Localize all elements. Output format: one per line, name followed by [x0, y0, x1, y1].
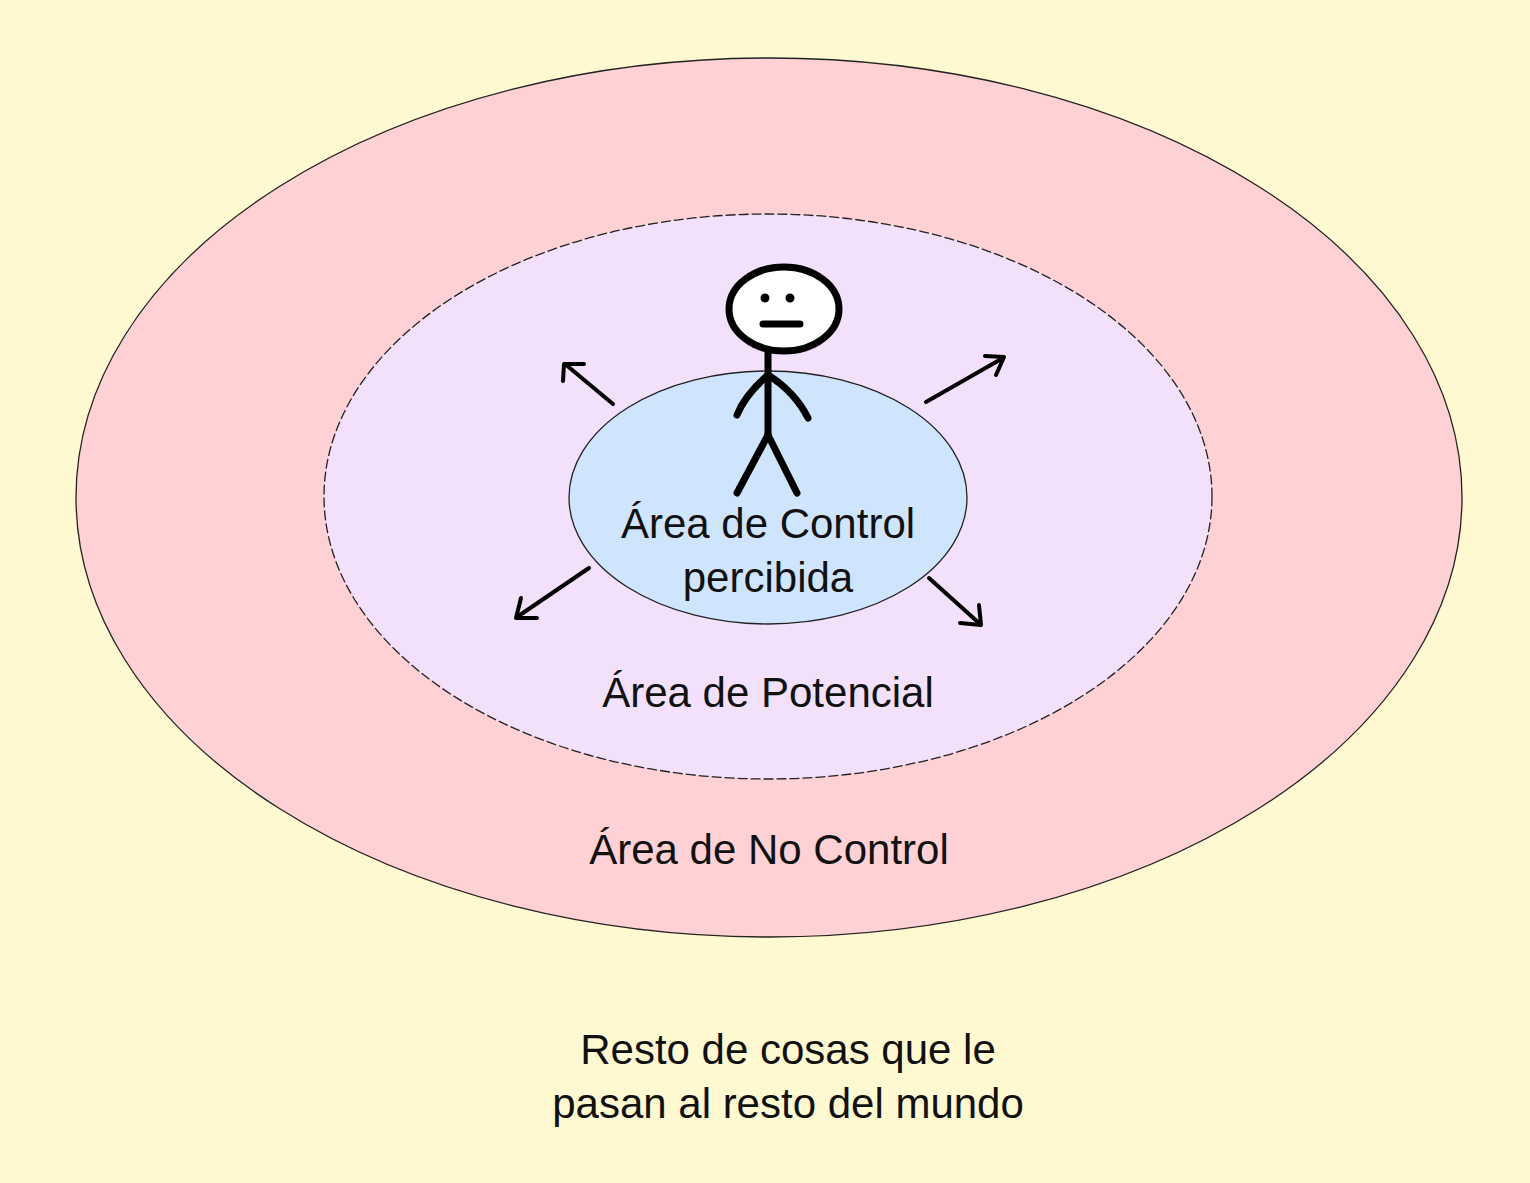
- region-label-holder: Área de Control percibida: [568, 497, 968, 605]
- region-ellipse: Área de No ControlÁrea de PotencialÁrea …: [75, 57, 1463, 938]
- expansion-arrow: [929, 578, 981, 625]
- expansion-arrow: [926, 356, 1004, 402]
- region-label: Área de No Control: [589, 823, 949, 877]
- figure-mouth: [763, 321, 800, 328]
- figure-arm: [737, 375, 768, 415]
- expansion-arrow: [563, 364, 613, 404]
- figure-eye: [787, 295, 793, 301]
- figure-leg: [737, 435, 768, 493]
- note-holder: Resto de cosas que le pasan al resto del…: [518, 1023, 1058, 1131]
- expansion-arrow: [516, 568, 589, 618]
- figure-arm: [768, 375, 808, 418]
- figure-leg: [768, 435, 797, 493]
- world-note: Resto de cosas que le pasan al resto del…: [518, 1023, 1058, 1131]
- region-label-holder: Área de No Control: [75, 823, 1463, 877]
- region-label: Área de Potencial: [602, 666, 934, 720]
- figure-body: [765, 351, 772, 435]
- region-label-holder: Área de Potencial: [323, 666, 1213, 720]
- figure-head: [729, 267, 839, 351]
- figure-eye: [762, 295, 768, 301]
- region-ellipse: Área de Control percibida: [568, 370, 968, 625]
- region-label: Área de Control percibida: [603, 497, 933, 605]
- region-ellipse: Área de Potencial Área de Control percibi…: [323, 213, 1213, 780]
